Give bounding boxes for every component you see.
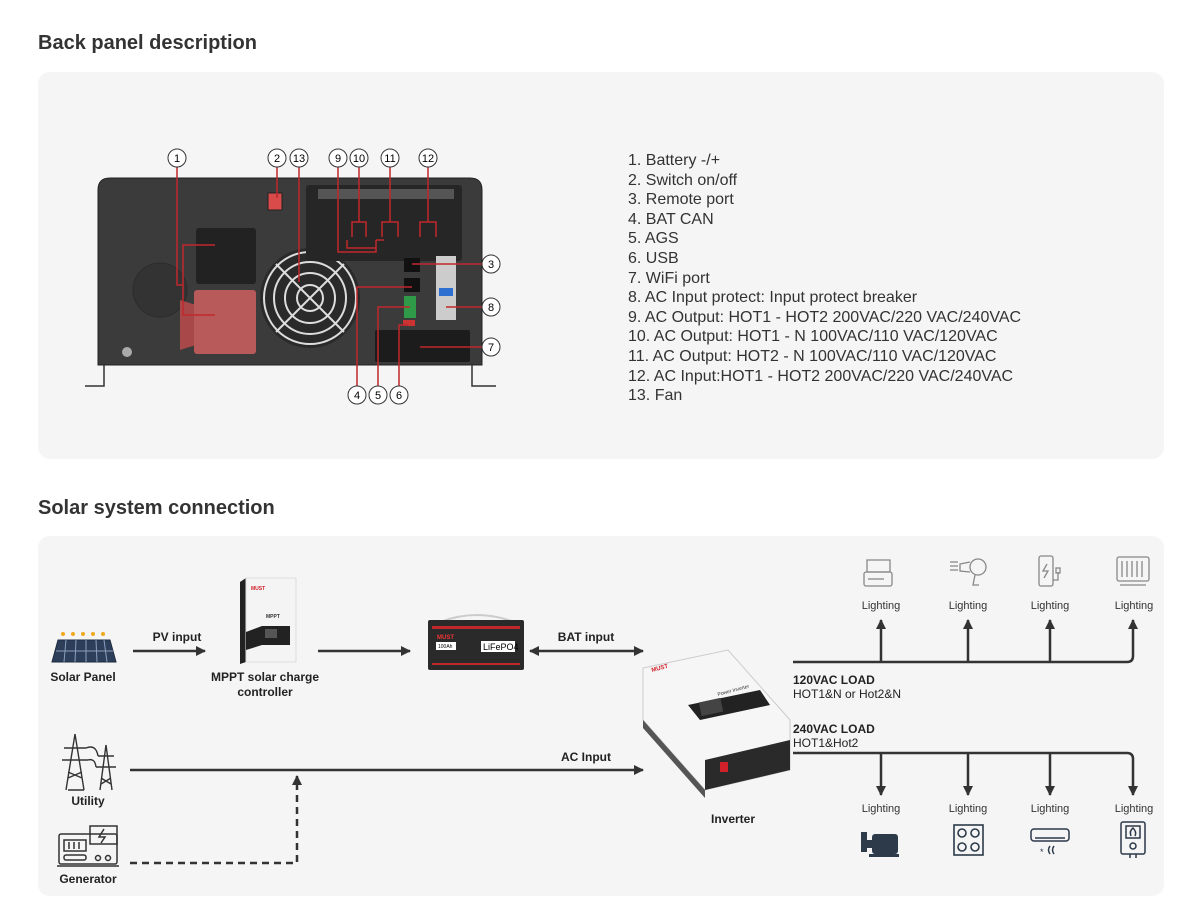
callout-2: 2	[267, 148, 287, 168]
phone-charger-icon	[1038, 555, 1061, 587]
svg-text:2: 2	[274, 153, 280, 165]
inverter-image: MUST Power Inverter	[642, 649, 791, 798]
pv-input-label: PV input	[152, 630, 202, 644]
bus-240vac	[793, 751, 1138, 796]
legend-item: 9. AC Output: HOT1 - HOT2 200VAC/220 VAC…	[628, 308, 1022, 326]
load-240vac: 240VAC LOAD HOT1&Hot2	[793, 722, 875, 750]
load-240-label: Lighting	[948, 803, 988, 815]
ac-input-label: AC Input	[561, 750, 611, 764]
inverter-label: Inverter	[710, 812, 756, 826]
legend-item: 3. Remote port	[628, 191, 734, 209]
load-120-label: Lighting	[1114, 600, 1154, 612]
svg-text:100Ah: 100Ah	[438, 644, 453, 650]
svg-text:8: 8	[488, 302, 494, 314]
svg-text:12: 12	[422, 153, 434, 165]
mppt-label-line2: controller	[237, 685, 293, 699]
water-pump-icon	[861, 832, 899, 857]
load-120-label: Lighting	[948, 600, 988, 612]
svg-text:MPPT: MPPT	[266, 614, 280, 620]
load-240-label: Lighting	[861, 803, 901, 815]
cooktop-icon	[953, 824, 984, 856]
back-panel-title: Back panel description	[38, 32, 257, 54]
back-panel-legend: 1. Battery -/+ 2. Switch on/off 3. Remot…	[628, 151, 1021, 406]
load-120-label: Lighting	[1030, 600, 1070, 612]
fan-icon	[260, 248, 360, 348]
legend-item: 12. AC Input:HOT1 - HOT2 200VAC/220 VAC/…	[628, 367, 1014, 385]
svg-text:LiFePO4: LiFePO4	[483, 642, 519, 652]
callout-1: 1	[167, 148, 187, 168]
callout-lines	[176, 167, 482, 386]
generator-icon	[57, 825, 119, 867]
svg-text:9: 9	[335, 153, 341, 165]
svg-text:MUST: MUST	[251, 586, 265, 592]
legend-item: 5. AGS	[628, 230, 679, 248]
callout-11: 11	[380, 148, 400, 168]
load-240vac-subtitle: HOT1&Hot2	[793, 736, 859, 750]
load-120vac-title: 120VAC LOAD	[793, 673, 875, 687]
legend-item: 6. USB	[628, 249, 679, 267]
solar-system-card	[38, 536, 1164, 896]
svg-text:3: 3	[488, 259, 494, 271]
callout-8: 8	[481, 297, 501, 317]
svg-text:13: 13	[293, 153, 305, 165]
load-120vac-subtitle: HOT1&N or Hot2&N	[793, 687, 902, 701]
mppt-controller-image: MUST MPPT	[240, 577, 297, 664]
water-heater-icon	[1120, 821, 1146, 858]
bat-input-label: BAT input	[557, 630, 615, 644]
load-240-label: Lighting	[1030, 803, 1070, 815]
legend-item: 4. BAT CAN	[628, 210, 714, 228]
callout-12: 12	[418, 148, 438, 168]
legend-item: 8. AC Input protect: Input protect break…	[628, 289, 918, 307]
callout-6: 6	[389, 385, 409, 405]
callout-7: 7	[481, 337, 501, 357]
legend-item: 13. Fan	[628, 387, 683, 405]
generator-label: Generator	[59, 872, 117, 886]
solar-system-title: Solar system connection	[38, 497, 275, 519]
solar-panel-icon	[51, 632, 117, 663]
air-conditioner-icon: *	[1030, 828, 1070, 857]
callouts: 1 2 13 9 10 11 12 3 8 7 4 5 6	[167, 148, 501, 405]
utility-label: Utility	[71, 794, 105, 808]
utility-tower-icon	[62, 733, 116, 791]
toaster-icon	[863, 559, 893, 587]
svg-text:1: 1	[174, 153, 180, 165]
svg-text:6: 6	[396, 390, 402, 402]
battery-image: MUST 100Ah LiFePO4	[428, 614, 524, 670]
callout-5: 5	[368, 385, 388, 405]
svg-text:4: 4	[354, 390, 360, 402]
load-120-label: Lighting	[861, 600, 901, 612]
callout-10: 10	[349, 148, 369, 168]
bus-120vac	[793, 619, 1138, 664]
solar-panel-label: Solar Panel	[50, 670, 116, 684]
svg-text:5: 5	[375, 390, 381, 402]
svg-text:11: 11	[384, 153, 395, 165]
svg-text:MUST: MUST	[437, 635, 454, 641]
heater-icon	[1116, 556, 1150, 586]
mppt-label-line1: MPPT solar charge	[210, 670, 320, 684]
generator-dashed-arrow	[130, 775, 302, 865]
svg-text:7: 7	[488, 342, 494, 354]
legend-item: 2. Switch on/off	[628, 171, 738, 189]
hair-dryer-icon	[950, 558, 987, 586]
legend-item: 1. Battery -/+	[628, 152, 721, 169]
callout-4: 4	[347, 385, 367, 405]
legend-item: 11. AC Output: HOT2 - N 100VAC/110 VAC/1…	[628, 347, 997, 365]
inverter-body	[85, 177, 496, 387]
svg-text:*: *	[1040, 847, 1044, 857]
callout-3: 3	[481, 254, 501, 274]
load-240-label: Lighting	[1114, 803, 1154, 815]
svg-text:MUST: MUST	[651, 664, 669, 674]
connection-arrows	[130, 619, 1138, 865]
legend-item: 7. WiFi port	[628, 269, 710, 287]
load-120vac: 120VAC LOAD HOT1&N or Hot2&N	[793, 673, 901, 701]
svg-text:10: 10	[353, 153, 365, 165]
callout-9: 9	[328, 148, 348, 168]
callout-13: 13	[289, 148, 309, 168]
load-240vac-title: 240VAC LOAD	[793, 722, 875, 736]
legend-item: 10. AC Output: HOT1 - N 100VAC/110 VAC/1…	[628, 328, 998, 346]
